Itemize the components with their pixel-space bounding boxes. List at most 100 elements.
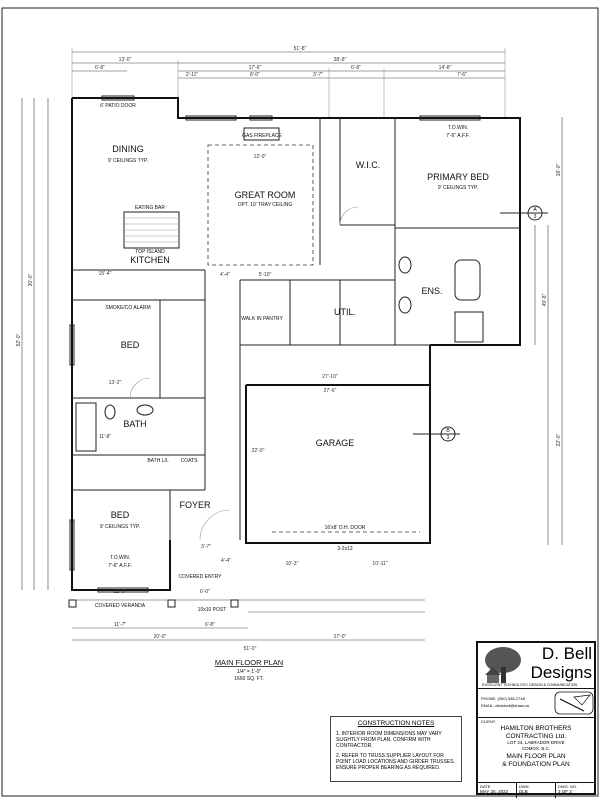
- svg-text:MAIN FLOOR PLAN: MAIN FLOOR PLAN: [215, 658, 283, 667]
- svg-text:SMOKE/CO ALARM: SMOKE/CO ALARM: [105, 305, 150, 311]
- client-name: CONTRACTING Ltd.: [505, 732, 567, 740]
- client-name: HAMILTON BROTHERS: [500, 725, 572, 732]
- svg-text:8'-0": 8'-0": [250, 72, 260, 78]
- room-bath: BATH: [123, 419, 146, 429]
- dwg-number: 3 OF 3: [558, 789, 572, 794]
- svg-text:52'-0": 52'-0": [16, 333, 22, 346]
- drawn-label: DWN.: [519, 784, 530, 789]
- room-kitchen: KITCHEN: [130, 255, 170, 265]
- svg-text:TOP ISLAND: TOP ISLAND: [135, 249, 165, 255]
- svg-text:38'-8": 38'-8": [334, 57, 347, 63]
- brand-name-line1: D. Bell: [541, 644, 592, 663]
- address: LOT 24, LABRADOR DRIVE: [507, 740, 565, 745]
- svg-text:7'-6": 7'-6": [457, 72, 467, 78]
- svg-text:10x10 POST: 10x10 POST: [198, 607, 227, 613]
- shower-icon: [454, 311, 484, 343]
- fireplace-icon: [243, 127, 280, 141]
- note-item: 2. REFER TO TRUSS SUPPLIER LAYOUT FOR PO…: [336, 753, 455, 771]
- svg-text:16'x8' O.H. DOOR: 16'x8' O.H. DOOR: [325, 525, 366, 531]
- svg-text:27'-10": 27'-10": [322, 374, 338, 380]
- svg-text:3: 3: [447, 435, 450, 441]
- room-garage: GARAGE: [316, 438, 355, 448]
- svg-text:T.O.WIN.: T.O.WIN.: [448, 125, 468, 131]
- sheet-border: [1, 7, 599, 797]
- toilet-icon: [104, 404, 116, 420]
- veranda-posts: [68, 599, 239, 608]
- svg-text:1/4" = 1'-0": 1/4" = 1'-0": [237, 669, 262, 675]
- svg-text:3'-7": 3'-7": [201, 544, 211, 550]
- date-label: DATE: [480, 784, 491, 789]
- sink-icon: [136, 404, 154, 416]
- address: COMOX, B.C.: [521, 745, 551, 751]
- svg-text:6'-8": 6'-8": [205, 622, 215, 628]
- tagline: EXCELLENT TECHNOLOGY, DESIGN & COMMUNICA…: [482, 683, 578, 687]
- svg-text:10'-3": 10'-3": [286, 561, 299, 567]
- notes-title: CONSTRUCTION NOTES: [357, 720, 435, 727]
- svg-text:12'-0": 12'-0": [254, 154, 267, 160]
- phone: PHONE: (250) 538-2748: [481, 696, 525, 701]
- svg-text:51'-8": 51'-8": [294, 46, 307, 52]
- dwg-label: DWG. NO.: [558, 784, 578, 789]
- svg-text:4'-4": 4'-4": [220, 272, 230, 278]
- bathtub-icon: [75, 402, 97, 452]
- soaker-tub-icon: [454, 259, 481, 301]
- ens-sink-icon: [398, 256, 412, 274]
- room-great-room: GREAT ROOM: [235, 190, 296, 200]
- room-utility: UTIL.: [334, 307, 356, 317]
- room-bed-2: BED: [111, 510, 130, 520]
- drawn-by: DLB: [519, 789, 528, 794]
- svg-text:22'-0": 22'-0": [252, 448, 265, 454]
- drafting-tools-icon: [554, 691, 594, 715]
- svg-text:17'-6": 17'-6": [249, 65, 262, 71]
- top-dimensions: [71, 48, 506, 118]
- svg-text:BATH L/L: BATH L/L: [147, 458, 169, 464]
- room-foyer: FOYER: [179, 500, 211, 510]
- svg-text:22'-0": 22'-0": [556, 433, 562, 446]
- svg-text:13'-2": 13'-2": [109, 380, 122, 386]
- svg-text:27'-0": 27'-0": [334, 634, 347, 640]
- exterior-walls: [71, 97, 521, 591]
- covered-entry-label: COVERED ENTRY: [179, 574, 223, 580]
- front-door-swing: [199, 509, 231, 541]
- room-bed-1: BED: [121, 340, 140, 350]
- svg-text:A: A: [533, 207, 537, 213]
- svg-text:18'-0": 18'-0": [556, 163, 562, 176]
- svg-text:6'-8": 6'-8": [95, 65, 105, 71]
- svg-text:10'-11": 10'-11": [372, 561, 387, 567]
- svg-text:3'-7": 3'-7": [313, 72, 323, 78]
- svg-text:11'-8": 11'-8": [99, 434, 112, 440]
- svg-text:5'-10": 5'-10": [259, 272, 272, 278]
- brand-name-line2: Designs: [530, 663, 592, 682]
- plan-title: MAIN FLOOR PLAN 1/4" = 1'-0" 1660 SQ. FT…: [215, 658, 283, 682]
- svg-text:6'-0": 6'-0": [200, 589, 210, 595]
- client-label: CLIENT:: [481, 719, 496, 724]
- sheet-title: MAIN FLOOR PLAN: [506, 753, 566, 760]
- svg-text:1660 SQ. FT.: 1660 SQ. FT.: [234, 676, 263, 682]
- dimension-labels: 51'-8" 13'-0" 38'-8" 6'-8" 17'-6" 6'-8" …: [16, 46, 562, 652]
- svg-text:T.O.WIN.: T.O.WIN.: [110, 555, 130, 561]
- svg-text:3-2x12: 3-2x12: [337, 546, 353, 552]
- svg-text:51'-0": 51'-0": [244, 646, 257, 652]
- svg-text:7'-6" A.F.F.: 7'-6" A.F.F.: [446, 133, 470, 139]
- company-logo: D. Bell Designs EXCELLENT TECHNOLOGY, DE…: [478, 643, 594, 689]
- svg-text:6'-8": 6'-8": [351, 65, 361, 71]
- date: MAY 25, 2022: [480, 789, 509, 794]
- svg-text:2'-11": 2'-11": [186, 72, 199, 78]
- note-item: 1. INTERIOR ROOM DIMENSIONS MAY VARY SLI…: [336, 731, 442, 749]
- construction-notes: CONSTRUCTION NOTES 1. INTERIOR ROOM DIME…: [330, 716, 462, 782]
- svg-text:27'-6": 27'-6": [324, 388, 337, 394]
- sheet-title: & FOUNDATION PLAN: [502, 761, 570, 768]
- fixtures: [75, 127, 484, 541]
- svg-text:6' PATIO DOOR: 6' PATIO DOOR: [100, 103, 136, 109]
- svg-text:15'-4": 15'-4": [99, 271, 112, 277]
- svg-text:49'-8": 49'-8": [542, 293, 548, 306]
- room-ensuite: ENS.: [421, 286, 442, 296]
- svg-text:9' CEILINGS TYP.: 9' CEILINGS TYP.: [100, 524, 140, 530]
- covered-veranda-label: COVERED VERANDA: [95, 603, 146, 609]
- svg-text:OPT. 10' TRAY CEILING: OPT. 10' TRAY CEILING: [238, 202, 293, 208]
- room-dining: DINING: [112, 144, 144, 154]
- interior-walls: [72, 118, 520, 540]
- svg-text:30'-0": 30'-0": [28, 273, 34, 286]
- svg-text:9' CEILINGS TYP.: 9' CEILINGS TYP.: [438, 185, 478, 191]
